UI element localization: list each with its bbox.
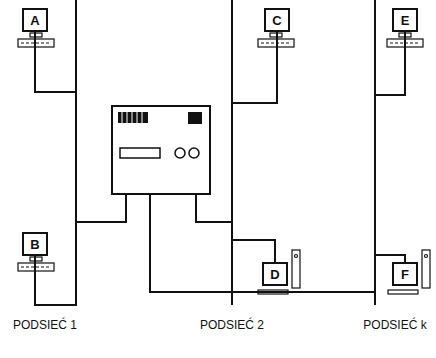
computer-screen: F — [392, 262, 418, 286]
computer-screen: A — [22, 8, 48, 32]
computer-screen: E — [392, 8, 418, 32]
keyboard-symbol — [18, 33, 423, 271]
subnet-label: PODSIEĆ k — [361, 318, 428, 332]
network-link — [375, 32, 405, 262]
subnet-label: PODSIEĆ 1 — [11, 318, 79, 332]
computer-letter: F — [401, 268, 409, 281]
computer-letter: E — [401, 14, 410, 27]
computer-letter: A — [30, 14, 39, 27]
computer-letter: C — [272, 14, 281, 27]
computer-screen: B — [22, 232, 48, 256]
router-symbol — [112, 106, 210, 194]
router-link — [196, 194, 232, 222]
router-link — [76, 194, 126, 222]
subnet-label: PODSIEĆ 2 — [198, 318, 266, 332]
router-link — [150, 194, 375, 292]
computer-letter: B — [30, 238, 39, 251]
network-link — [35, 32, 76, 305]
computer-screen: D — [262, 262, 288, 286]
computer-screen: C — [264, 8, 290, 32]
network-link — [232, 32, 277, 262]
computer-letter: D — [270, 268, 279, 281]
